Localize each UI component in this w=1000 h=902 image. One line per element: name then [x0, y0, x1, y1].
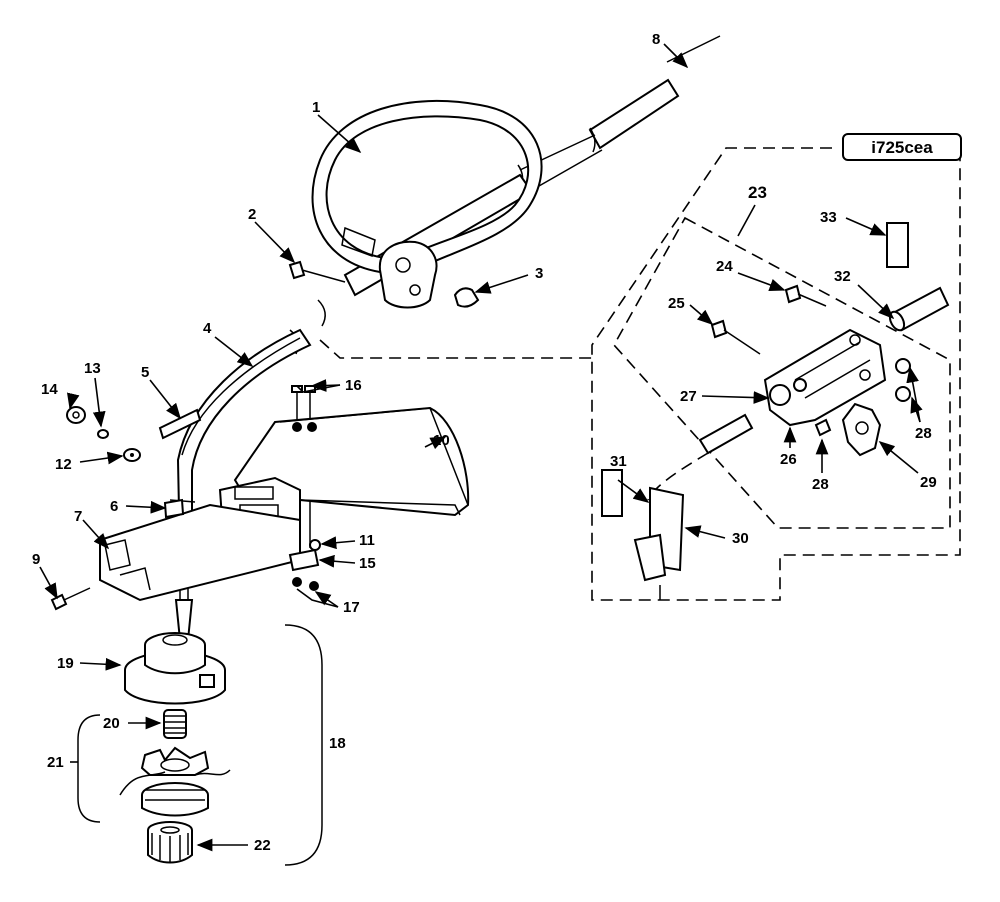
- callout-20: 20: [103, 715, 120, 732]
- label-strip: [158, 408, 202, 440]
- label-33: [886, 222, 909, 268]
- washer-13: [97, 429, 109, 439]
- bump-knob-22: [147, 821, 193, 864]
- callout-2: 2: [248, 206, 256, 223]
- callout-15: 15: [359, 555, 376, 572]
- callout-22: 22: [254, 837, 271, 854]
- spool-21: [119, 746, 231, 817]
- bracket-21: [77, 714, 101, 823]
- wing-nut: [453, 287, 480, 308]
- nut-17b: [309, 581, 319, 591]
- callout-11: 11: [359, 532, 375, 549]
- bracket-18: [284, 624, 323, 866]
- label-31: [601, 469, 623, 517]
- inset-connector: [319, 339, 592, 359]
- callout-10: 10: [433, 432, 450, 449]
- callout-28b: 28: [812, 476, 829, 493]
- mounting-plate: [99, 503, 301, 602]
- inset-outer-border: [591, 147, 961, 601]
- nut-14: [66, 406, 86, 424]
- handle-clamp: [378, 240, 438, 309]
- nut-28-top: [895, 358, 911, 374]
- model-tag: i725cea: [871, 138, 933, 157]
- callout-23: 23: [748, 183, 767, 202]
- callout-5: 5: [141, 364, 149, 381]
- trimmer-head: [124, 632, 226, 705]
- bolt-24: [784, 284, 827, 307]
- inset-assembly: i725cea: [319, 133, 962, 601]
- bolt-25: [710, 319, 761, 355]
- clamp-body: [763, 328, 887, 427]
- nut-28-low: [814, 418, 832, 437]
- sticker-6: [163, 498, 185, 519]
- callout-13: 13: [84, 360, 101, 377]
- callout-16: 16: [345, 377, 362, 394]
- callout-1: 1: [312, 99, 320, 116]
- callout-33: 33: [820, 209, 837, 226]
- blade-holder: [288, 548, 320, 572]
- inset-inner-border: [613, 216, 951, 529]
- callout-32: 32: [834, 268, 851, 285]
- main-assembly: [50, 35, 721, 866]
- callout-19: 19: [57, 655, 74, 672]
- spring-20: [163, 709, 187, 739]
- leader-lines: [39, 43, 923, 852]
- callout-26: 26: [780, 451, 797, 468]
- drive-cable: [666, 35, 721, 63]
- callout-21: 21: [47, 754, 64, 771]
- callout-25: 25: [668, 295, 685, 312]
- nut-28-mid: [895, 386, 911, 402]
- callout-12: 12: [55, 456, 72, 473]
- callout-28a: 28: [915, 425, 932, 442]
- nut-17a: [292, 577, 302, 587]
- knob-29: [841, 402, 882, 457]
- callout-24: 24: [716, 258, 733, 275]
- handle-bolt: [288, 260, 306, 280]
- callout-30: 30: [732, 530, 749, 547]
- model-tag-box: [842, 133, 962, 161]
- callout-31: 31: [610, 453, 627, 470]
- callout-29: 29: [920, 474, 937, 491]
- callout-27: 27: [680, 388, 697, 405]
- screw-9: [50, 593, 68, 611]
- callout-7: 7: [74, 508, 82, 525]
- upper-shaft: [588, 78, 680, 150]
- callout-9: 9: [32, 551, 40, 568]
- callout-14: 14: [41, 381, 58, 398]
- callout-6: 6: [110, 498, 118, 515]
- screws-16: [291, 385, 317, 432]
- callout-3: 3: [535, 265, 543, 282]
- callout-4: 4: [203, 320, 212, 337]
- callout-8: 8: [652, 31, 660, 48]
- callout-labels: 1 2 3 4 5 6 7 8 9 10 11 12 13 14 15 16 1…: [32, 31, 937, 854]
- callout-17: 17: [343, 599, 360, 616]
- shaft-mid: [343, 173, 534, 297]
- stud-11: [309, 539, 321, 551]
- callout-18: 18: [329, 735, 346, 752]
